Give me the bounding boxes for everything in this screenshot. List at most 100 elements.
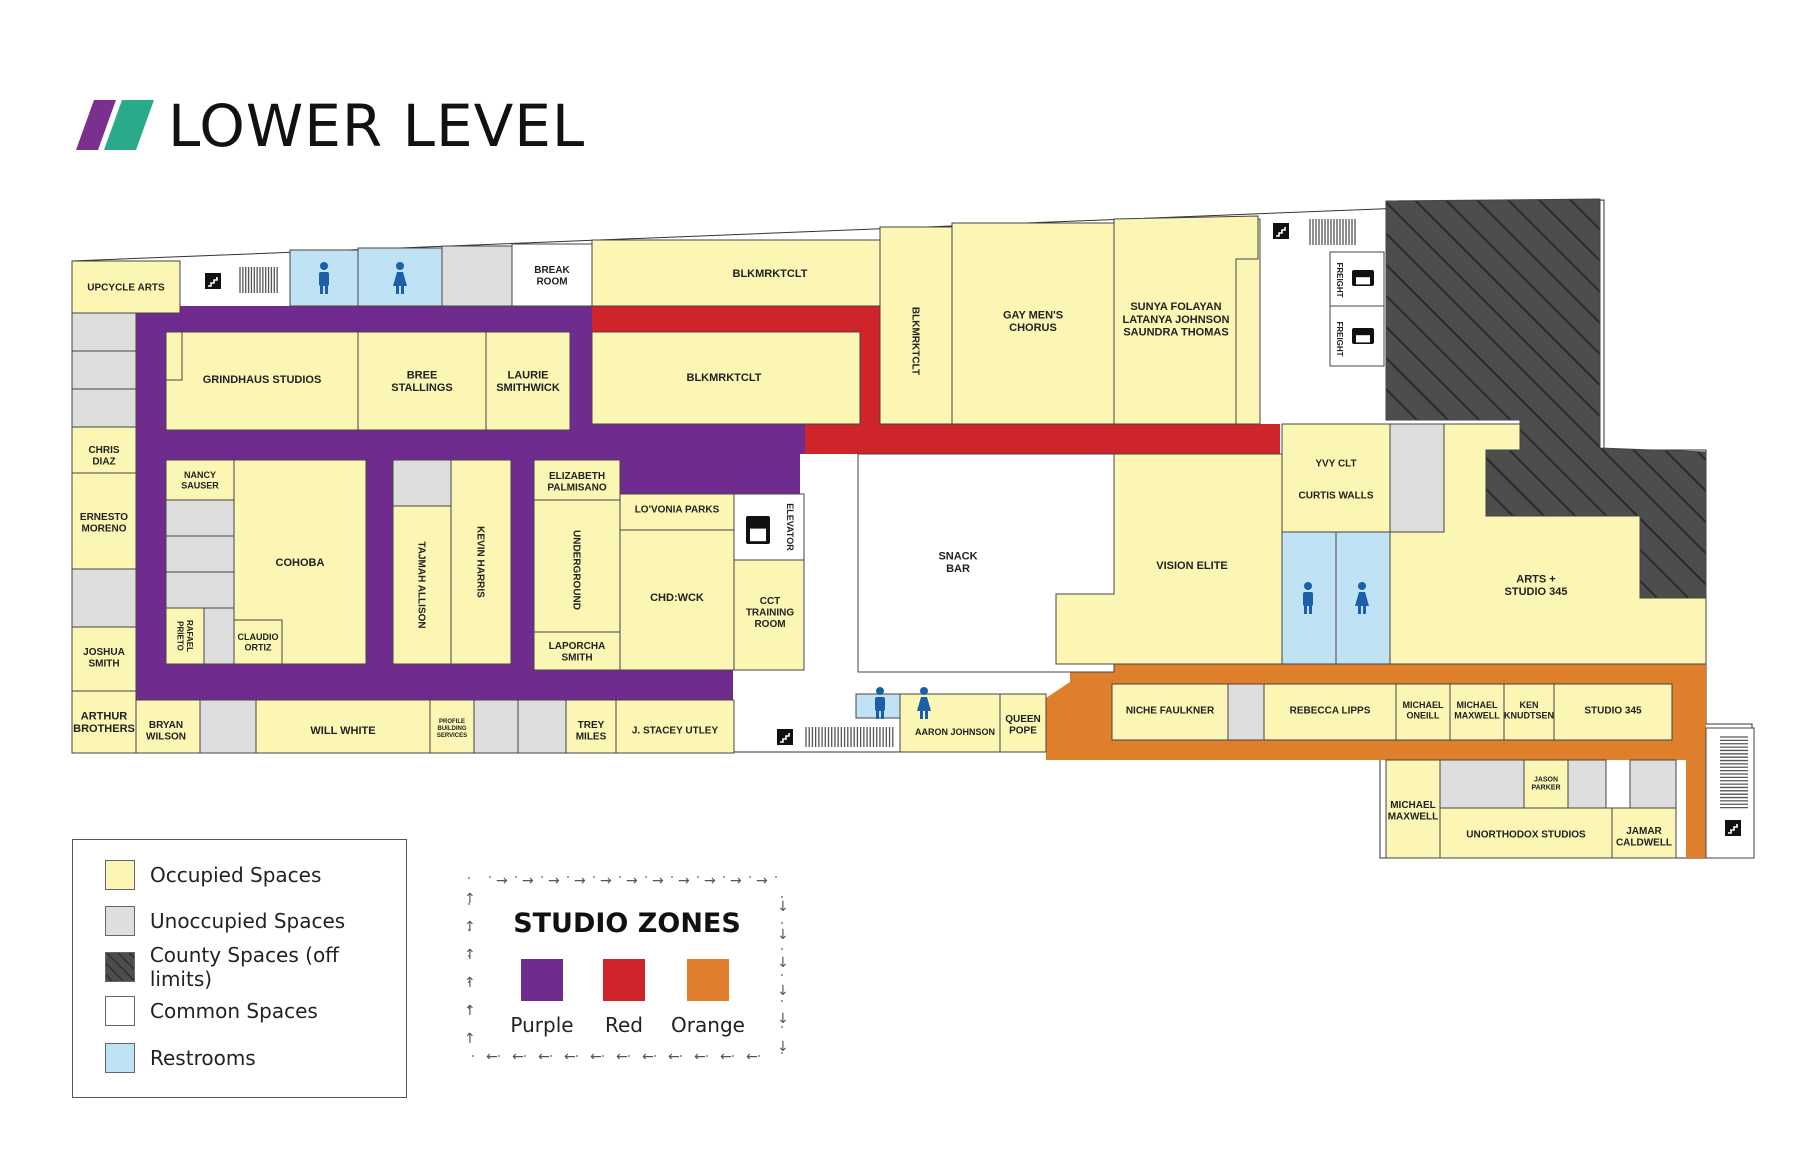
room-label-line: ELIZABETH [549, 471, 605, 482]
room-label-line: PALMISANO [547, 482, 606, 493]
room-label-line: TRAINING [746, 608, 795, 619]
zones-dashed-arrow-border: →→→→→→→→→→→↓↓↓↓↓↓←←←←←←←←←←←↑↑↑↑↑↑ [466, 873, 788, 1059]
zone-orange: Orange [668, 959, 748, 1037]
label-arts-studio: ARTS +STUDIO 345 [1505, 574, 1568, 599]
room-blkmrktclt-mid [591, 331, 861, 425]
flow-arrow-icon: ↑ [466, 1031, 476, 1047]
room-blkmrktclt-vertical [879, 226, 953, 425]
label-freight: FREIGHT [1335, 321, 1344, 356]
room-label-line: BLKMRKTCLT [910, 307, 921, 375]
room-elizabeth [533, 459, 621, 501]
label-vision-elite: VISION ELITE [1156, 560, 1228, 572]
room-yvy-clt [1281, 423, 1391, 533]
room-grindhaus-step [165, 331, 183, 381]
label-blkmrktclt-vertical: BLKMRKTCLT [910, 307, 921, 375]
room [1227, 683, 1265, 741]
room-jason-parker [1523, 759, 1569, 809]
room-rebecca-lipps [1263, 683, 1397, 741]
room-label-line: ORTIZ [245, 642, 272, 652]
room-label-line: VISION ELITE [1156, 560, 1228, 572]
room-label-line: LAURIE [508, 370, 549, 382]
room-label-line: SMITHWICK [496, 382, 560, 394]
women-restroom-icon [917, 687, 931, 719]
room [71, 312, 137, 352]
flow-arrow-icon: ← [590, 1049, 602, 1059]
room-label-line: GRINDHAUS STUDIOS [203, 374, 322, 386]
person-head [396, 262, 404, 270]
room-label-line: ROOM [754, 619, 785, 630]
flow-arrow-icon: ← [746, 1049, 758, 1059]
men-restroom-icon [319, 262, 329, 294]
flow-arrow-icon: ↓ [777, 1011, 788, 1027]
legend-county: County Spaces (off limits) [105, 943, 406, 991]
stairs-icon [1309, 219, 1356, 245]
zone-label: Orange [671, 1013, 745, 1037]
zone-chip-purple [521, 959, 563, 1001]
flow-arrow-icon: ← [564, 1049, 576, 1059]
room-label-line: STUDIO 345 [1584, 706, 1642, 717]
label-yvy-clt: YVY CLT [1315, 459, 1356, 470]
flow-arrow-icon: ↑ [466, 891, 476, 907]
label-kevin: KEVIN HARRIS [475, 526, 486, 598]
room-michael-oneill [1395, 683, 1451, 741]
room-label-line: STUDIO 345 [1505, 586, 1568, 598]
room [441, 245, 513, 307]
person-leg [925, 709, 928, 719]
room-label-line: JAMAR [1626, 826, 1662, 837]
person-leg [876, 709, 879, 719]
stairs-icon [239, 267, 278, 293]
room-label-line: BREE [407, 370, 438, 382]
flow-arrow-icon: ← [512, 1049, 524, 1059]
room-label-line: BUILDING [438, 726, 467, 732]
room-label-line: FREIGHT [1335, 321, 1344, 356]
legend-swatch-restrooms [105, 1043, 135, 1073]
room-label-line: BAR [946, 563, 970, 575]
room-label-line: MICHAEL [1403, 700, 1444, 710]
room-label-line: CLAUDIO [238, 632, 279, 642]
person-leg [1309, 604, 1312, 614]
person-leg [1304, 604, 1307, 614]
room [165, 535, 235, 573]
legend-label: Restrooms [150, 1046, 256, 1070]
legend-unoccupied: Unoccupied Spaces [105, 905, 345, 937]
room-label-line: MICHAEL [1457, 700, 1498, 710]
room-label-line: ROOM [536, 276, 567, 287]
room [517, 699, 567, 754]
women-restroom-icon [393, 262, 407, 294]
room-unorthodox [1439, 807, 1613, 859]
room-label-line: NANCY [184, 470, 216, 480]
person-body [917, 697, 931, 711]
room-label-line: BROTHERS [73, 723, 135, 735]
room-laurie-smithwick [485, 331, 571, 431]
room-label-line: COHOBA [276, 557, 325, 569]
men-restroom-icon [1303, 582, 1313, 614]
room-label-line: MICHAEL [1390, 800, 1436, 811]
room-chd-wck [619, 529, 735, 671]
room-label-line: JASON [1534, 776, 1558, 783]
room-label-line: LO'VONIA PARKS [635, 505, 720, 516]
room-label-line: SERVICES [437, 733, 467, 739]
room [203, 607, 235, 665]
label-blkmrktclt-mid: BLKMRKTCLT [687, 372, 762, 384]
room-michael-maxwell-top [1449, 683, 1505, 741]
room [199, 699, 257, 754]
room [473, 699, 519, 754]
room-label-line: CHRIS [88, 445, 119, 456]
zone-red-area [592, 306, 860, 336]
room-label-line: CURTIS WALLS [1299, 491, 1374, 502]
legend-swatch-county [105, 952, 135, 982]
flow-arrow-icon: → [626, 873, 638, 889]
room-sunya [1113, 215, 1259, 425]
label-grindhaus: GRINDHAUS STUDIOS [203, 374, 322, 386]
